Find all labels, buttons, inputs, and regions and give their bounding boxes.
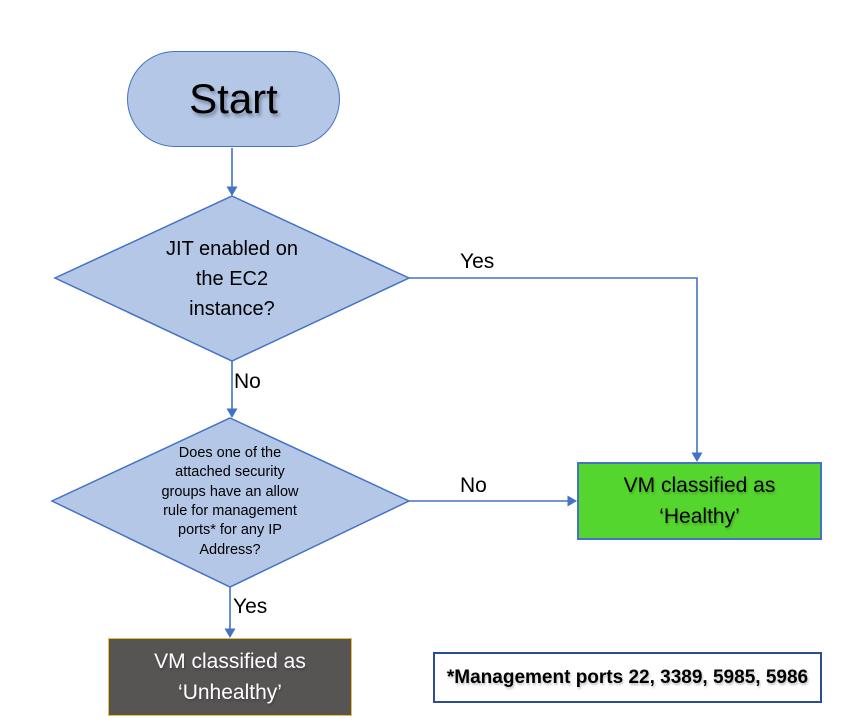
healthy-label: VM classified as ‘Healthy’ (623, 473, 776, 529)
start-label: Start (189, 75, 278, 122)
arrowhead-sg-no-to-healthy (567, 495, 577, 507)
edge-label-jit-yes: Yes (460, 250, 495, 273)
start-node: Start (127, 51, 340, 147)
footnote-box: *Management ports 22, 3389, 5985, 5986 (433, 652, 822, 703)
edge-label-sg-no: No (460, 474, 487, 497)
arrowhead-sg-yes-to-unhealthy (224, 628, 236, 638)
healthy-node: VM classified as ‘Healthy’ (577, 462, 822, 540)
edge-label-sg-yes: Yes (233, 595, 268, 618)
arrowhead-start-to-jit (226, 186, 238, 196)
edge-label-jit-no: No (234, 370, 261, 393)
unhealthy-node: VM classified as ‘Unhealthy’ (108, 638, 352, 716)
connector-jit-yes-to-healthy (409, 277, 698, 453)
arrowhead-jit-no-to-sg (226, 408, 238, 418)
unhealthy-label: VM classified as ‘Unhealthy’ (154, 649, 306, 705)
decision-sg-label: Does one of the attached security groups… (161, 445, 299, 558)
decision-jit-label: JIT enabled on the EC2 instance? (166, 237, 298, 320)
footnote-label: *Management ports 22, 3389, 5985, 5986 (446, 666, 809, 688)
arrowhead-jit-yes-to-healthy (691, 452, 703, 462)
